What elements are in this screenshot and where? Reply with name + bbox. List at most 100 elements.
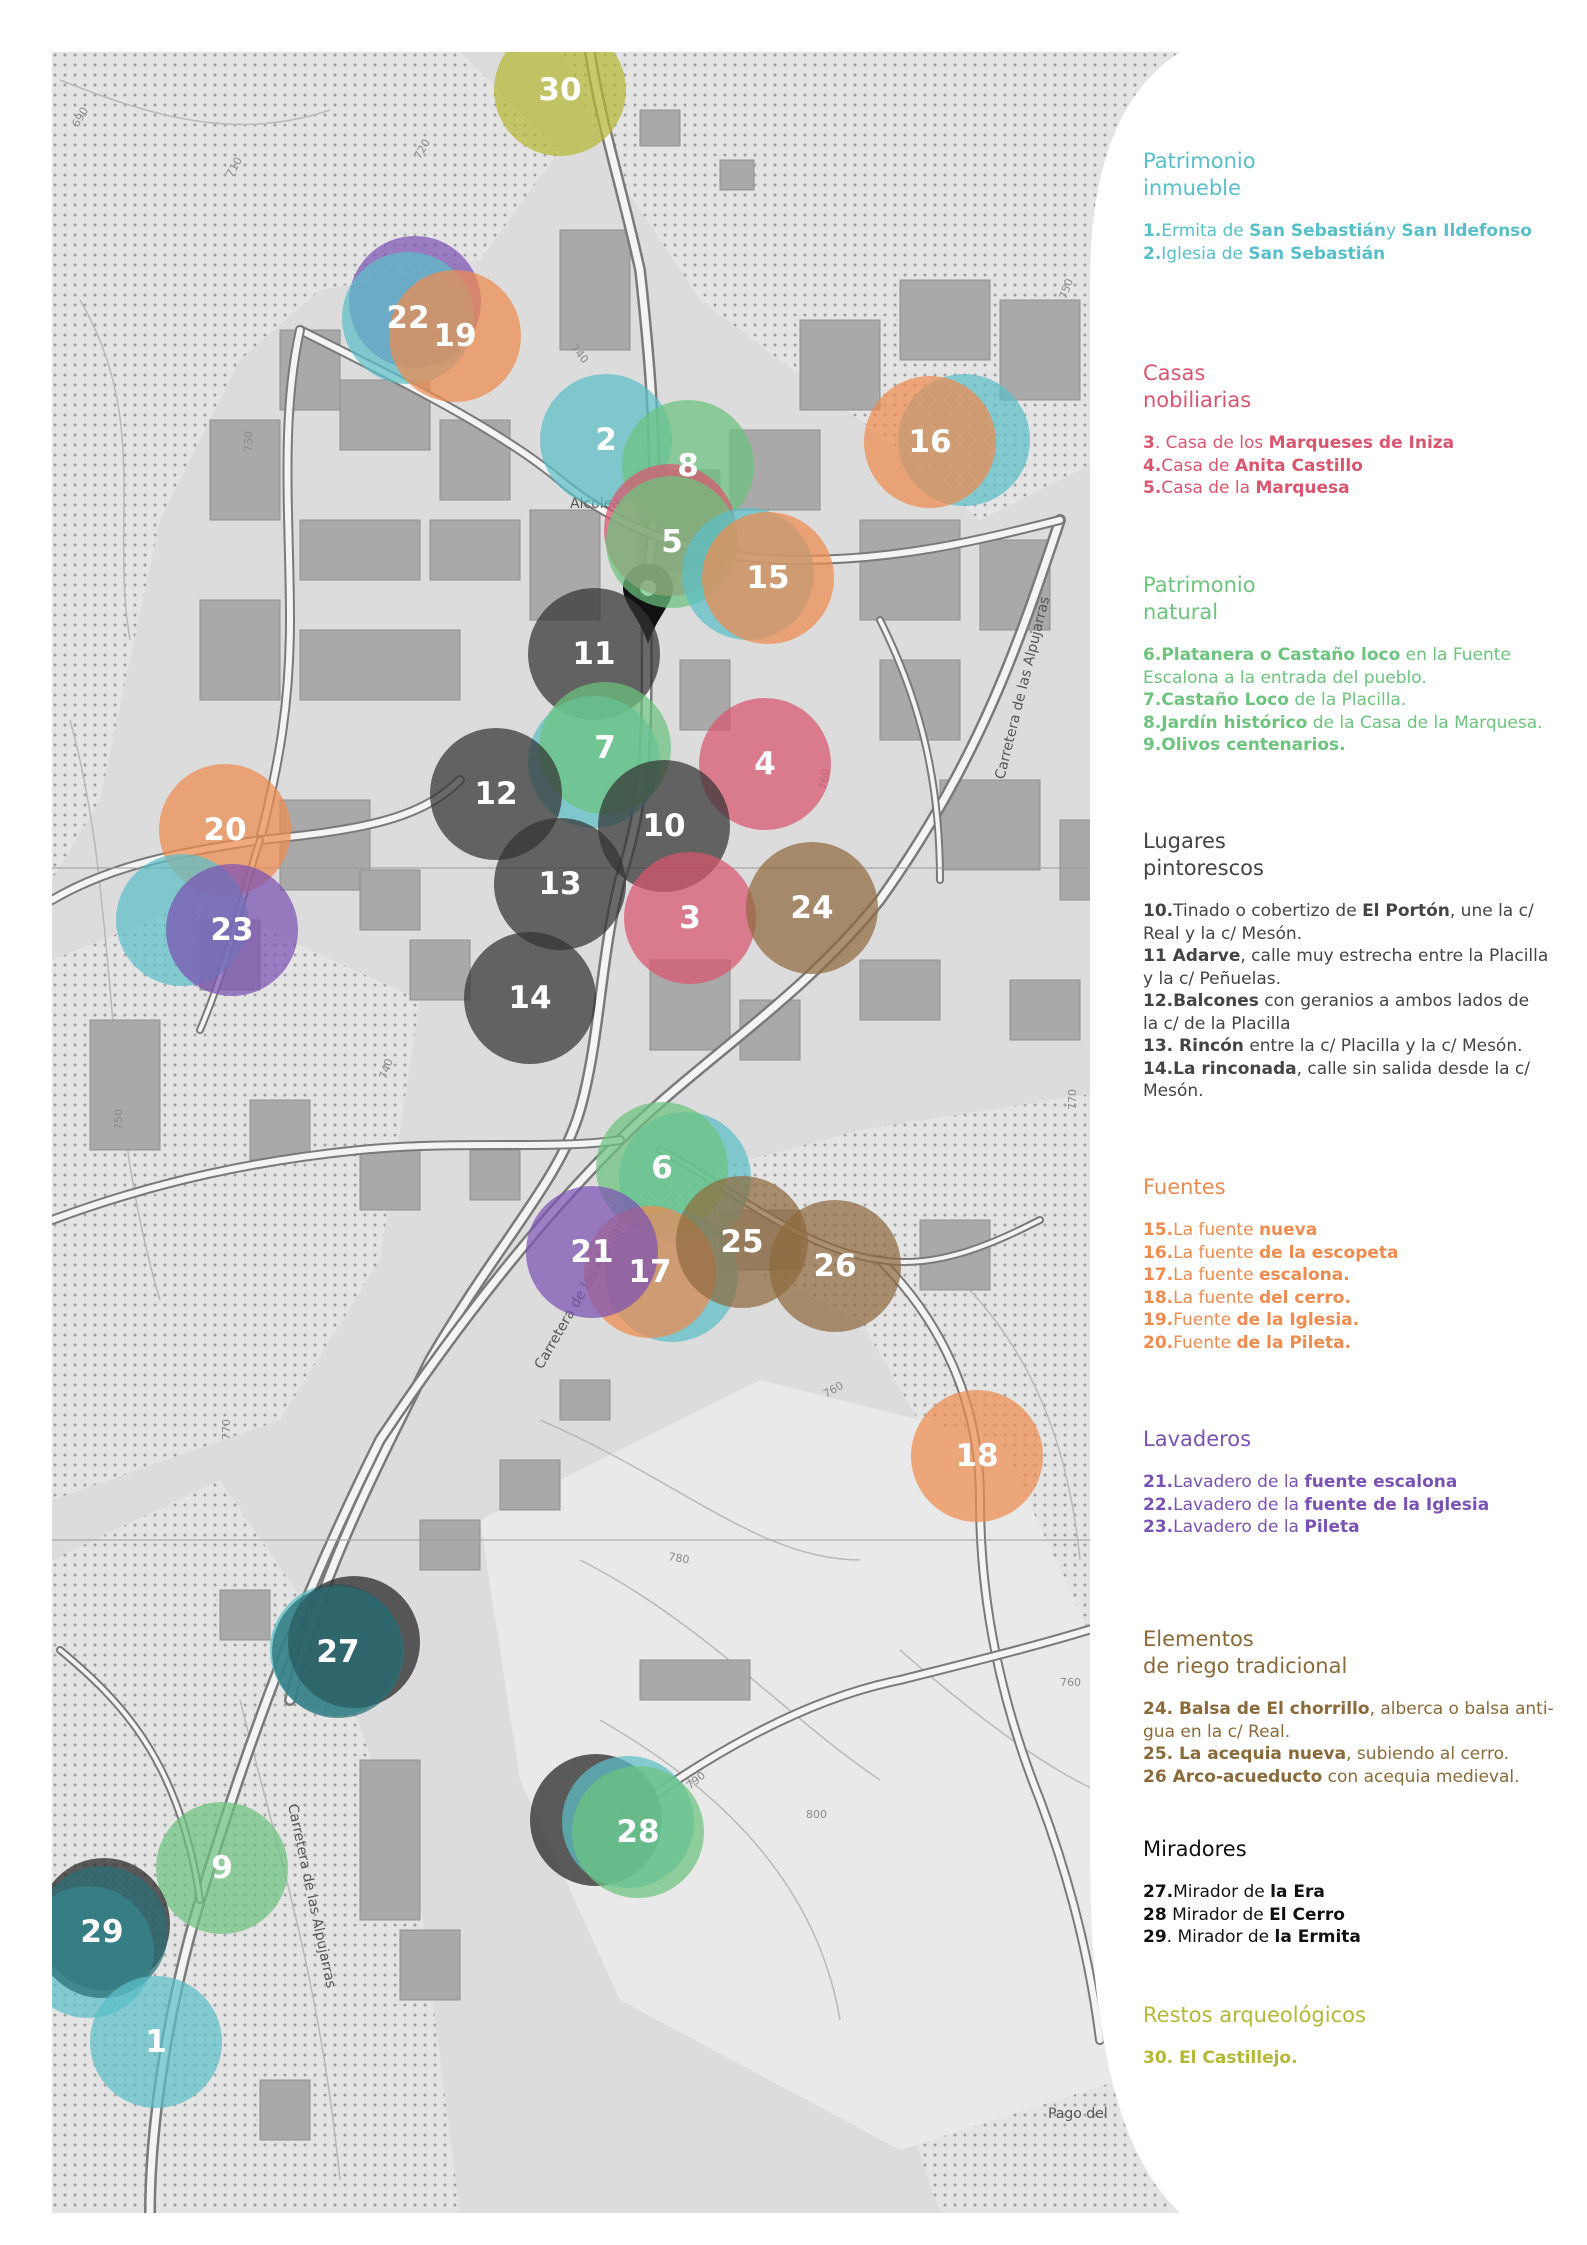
legend-entry-bold: 4. bbox=[1143, 455, 1162, 476]
legend-entry: 28 Mirador de El Cerro bbox=[1143, 1904, 1573, 1927]
legend-title-line: nobiliarias bbox=[1143, 388, 1252, 412]
poi-marker-number: 9 bbox=[211, 1850, 233, 1886]
contour-label: 730 bbox=[242, 431, 255, 452]
poi-marker-number: 17 bbox=[628, 1254, 671, 1290]
legend-entry: y la c/ Peñuelas. bbox=[1143, 968, 1573, 991]
legend-entry: 20.Fuente de la Pileta. bbox=[1143, 1332, 1573, 1355]
legend-entry-text: de la Casa de la Marquesa. bbox=[1307, 712, 1543, 733]
poi-marker-number: 14 bbox=[508, 980, 551, 1016]
legend-entry-bold: escalona. bbox=[1258, 1265, 1350, 1285]
poi-marker-number: 25 bbox=[720, 1224, 763, 1260]
legend-entry: 12.Balcones con geranios a ambos lados d… bbox=[1143, 990, 1573, 1013]
poi-marker-16[interactable] bbox=[864, 376, 996, 508]
legend-entry-bold: 5. bbox=[1143, 478, 1162, 498]
poi-marker-number: 21 bbox=[570, 1234, 613, 1270]
legend-entry-text: , calle muy estrecha entre la Placilla bbox=[1240, 946, 1549, 966]
poi-marker-21[interactable] bbox=[526, 1186, 658, 1318]
poi-marker-number: 26 bbox=[813, 1248, 856, 1284]
legend-entry-bold: fuente de la Iglesia bbox=[1304, 1494, 1490, 1515]
legend-section-restos-arqueologicos: Restos arqueológicos 30. El Castillejo. bbox=[1143, 2002, 1573, 2070]
legend-entry: 30. El Castillejo. bbox=[1143, 2047, 1573, 2070]
poi-marker-15[interactable] bbox=[702, 512, 834, 644]
legend-entry-bold: Marqueses de Iniza bbox=[1268, 433, 1455, 453]
legend-entry-bold: San Sebastián bbox=[1248, 243, 1386, 264]
poi-marker-13[interactable] bbox=[494, 818, 626, 950]
legend-entry-bold: 9.Olivos centenarios. bbox=[1143, 735, 1346, 755]
legend-entry-bold: 29 bbox=[1143, 1927, 1167, 1947]
legend-entry-bold: 18. bbox=[1143, 1287, 1174, 1308]
area-label: Pago del bbox=[1048, 2106, 1108, 2122]
legend-entry-text: Mesón. bbox=[1143, 1081, 1204, 1101]
hillside bbox=[480, 1380, 1120, 2150]
legend-title-line: Miradores bbox=[1143, 1837, 1247, 1861]
legend-title-line: Lugares bbox=[1143, 829, 1226, 853]
poi-marker-28[interactable] bbox=[572, 1766, 704, 1898]
poi-marker-number: 11 bbox=[572, 636, 615, 672]
legend-entry: 7.Castaño Loco de la Placilla. bbox=[1143, 689, 1573, 712]
village-map[interactable]: Alcolea Carretera de las Alpujarras Carr… bbox=[52, 52, 1180, 2213]
poi-marker-3[interactable] bbox=[624, 852, 756, 984]
legend-section-title: Miradores bbox=[1143, 1836, 1573, 1863]
dotted-terrain bbox=[560, 52, 1180, 520]
legend-entry: 27.Mirador de la Era bbox=[1143, 1881, 1573, 1904]
legend-entry-bold: fuente escalona bbox=[1304, 1472, 1458, 1492]
poi-marker-19[interactable] bbox=[389, 270, 521, 402]
poi-marker-24[interactable] bbox=[746, 842, 878, 974]
poi-marker-4[interactable] bbox=[699, 698, 831, 830]
poi-marker-1[interactable] bbox=[90, 1976, 222, 2108]
poi-marker-14[interactable] bbox=[464, 932, 596, 1064]
legend-entry: 2.Iglesia de San Sebastián bbox=[1143, 243, 1573, 266]
poi-marker-number: 19 bbox=[433, 318, 476, 354]
legend-entry-text: Casa de bbox=[1161, 455, 1235, 476]
legend-entry: 8.Jardín histórico de la Casa de la Marq… bbox=[1143, 712, 1573, 735]
legend-entry-text: La fuente bbox=[1173, 1242, 1259, 1263]
legend-entry-bold: 10. bbox=[1143, 901, 1174, 921]
poi-marker-23[interactable] bbox=[166, 864, 298, 996]
poi-marker-29[interactable] bbox=[52, 1866, 168, 1998]
legend-entry-text: . Mirador de bbox=[1166, 1927, 1275, 1947]
legend-entry: 18.La fuente del cerro. bbox=[1143, 1287, 1573, 1310]
legend-section-title: Restos arqueológicos bbox=[1143, 2002, 1573, 2029]
legend-entry-text: y la c/ Peñuelas. bbox=[1143, 968, 1282, 989]
poi-marker-30[interactable] bbox=[494, 52, 626, 156]
legend-entry-text: de la Placilla. bbox=[1288, 690, 1407, 710]
legend-entry-bold: 25. La acequia nueva bbox=[1143, 1744, 1347, 1764]
poi-marker-26[interactable] bbox=[769, 1200, 901, 1332]
legend-entry-bold: 23. bbox=[1143, 1517, 1174, 1537]
legend-entry-bold: 20. bbox=[1143, 1332, 1174, 1353]
poi-marker-number: 16 bbox=[908, 424, 951, 460]
legend-entry: Mesón. bbox=[1143, 1080, 1573, 1103]
poi-marker-18[interactable] bbox=[911, 1390, 1043, 1522]
legend-title-line: Patrimonio bbox=[1143, 149, 1256, 173]
legend-title-line: natural bbox=[1143, 600, 1219, 624]
legend-entry-text: , une la c/ bbox=[1449, 901, 1534, 921]
legend-entry-text: La fuente bbox=[1173, 1287, 1259, 1308]
legend-entry-bold: 16. bbox=[1143, 1242, 1174, 1263]
legend-entry-bold: 13. Rincón bbox=[1143, 1036, 1244, 1056]
legend-entry-text: . Casa de los bbox=[1154, 433, 1269, 453]
poi-marker-number: 10 bbox=[642, 808, 685, 844]
legend-entry: 23.Lavadero de la Pileta bbox=[1143, 1516, 1573, 1539]
legend-entry-text: Casa de la bbox=[1161, 478, 1256, 498]
poi-marker-number: 8 bbox=[677, 448, 699, 484]
contour-label: 770 bbox=[1066, 1089, 1079, 1110]
legend-entry: 11 Adarve, calle muy estrecha entre la P… bbox=[1143, 945, 1573, 968]
legend-entry: 22.Lavadero de la fuente de la Iglesia bbox=[1143, 1494, 1573, 1517]
legend-entry-bold: nueva bbox=[1258, 1220, 1318, 1240]
poi-marker-number: 18 bbox=[955, 1438, 998, 1474]
legend-entry: 9.Olivos centenarios. bbox=[1143, 734, 1573, 757]
legend-title-line: Restos arqueológicos bbox=[1143, 2003, 1366, 2027]
poi-marker-9[interactable] bbox=[156, 1802, 288, 1934]
legend-entry-text: Ermita de bbox=[1161, 221, 1250, 241]
legend-entry-text: Iglesia de bbox=[1161, 243, 1249, 264]
poi-marker-number: 24 bbox=[790, 890, 833, 926]
legend-entry-bold: de la Pileta. bbox=[1236, 1332, 1352, 1353]
poi-marker-27[interactable] bbox=[272, 1586, 404, 1718]
legend-entry: 5.Casa de la Marquesa bbox=[1143, 477, 1573, 500]
legend-entry-bold: 26 Arco-acueducto bbox=[1143, 1766, 1323, 1787]
legend-entry-bold: de la escopeta bbox=[1258, 1242, 1399, 1263]
